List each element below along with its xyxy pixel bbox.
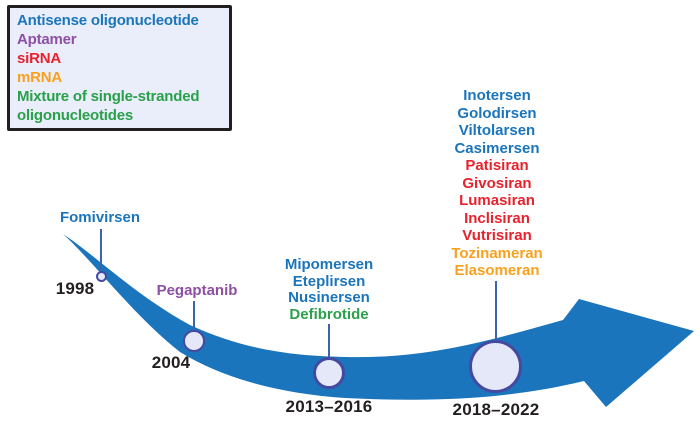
date-label-2013-2016: 2013–2016 [285,397,373,416]
drug-label-lumasiran: Lumasiran [459,192,535,209]
drug-label-vutrisiran: Vutrisiran [462,227,532,244]
connector-line-2004 [192,301,196,331]
legend-item-mrna: mRNA [17,69,63,86]
date-label-2018-2022: 2018–2022 [452,400,540,419]
drug-label-pegaptanib: Pegaptanib [156,282,238,299]
legend-item-antisense: Antisense oligonucleotide [17,12,199,29]
drug-label-tozinameran: Tozinameran [451,244,543,262]
drug-label-defibrotide: Defibrotide [289,305,369,323]
drug-label-inotersen: Inotersen [463,87,531,104]
timeline-node-2004 [183,330,205,352]
date-label-1998: 1998 [55,279,95,298]
drug-label-patisiran: Patisiran [465,157,529,174]
drug-label-nusinersen: Nusinersen [288,289,370,306]
connector-line-2018-2022 [494,281,498,340]
drug-label-eteplirsen: Eteplirsen [292,272,366,290]
drug-label-inclisiran: Inclisiran [464,209,530,227]
drug-list-2018-2022: Inotersen Golodirsen Viltolarsen Casimer… [451,87,542,280]
connector-line-2013-2016 [327,324,331,357]
drug-label-elasomeran: Elasomeran [454,262,540,279]
drug-label-golodirsen: Golodirsen [457,104,537,122]
timeline-node-2018-2022 [468,339,522,393]
drug-label-fomivirsen: Fomivirsen [59,209,141,226]
legend-item-aptamer: Aptamer [17,31,77,48]
drug-label-casimersen: Casimersen [454,139,540,157]
drug-label-viltolarsen: Viltolarsen [458,122,536,139]
timeline-arrow-shape [63,234,694,407]
connector-line-1998 [99,229,102,271]
date-label-2004: 2004 [151,353,191,372]
timeline-node-1998 [96,270,107,282]
legend: Antisense oligonucleotide Aptamer siRNA … [7,5,232,131]
drug-label-givosiran: Givosiran [462,174,532,192]
timeline-node-2013-2016 [313,357,345,389]
drug-label-mipomersen: Mipomersen [284,256,374,273]
legend-item-mixture: Mixture of single-stranded oligonucleoti… [17,88,200,124]
drug-list-2013-2016: Mipomersen Eteplirsen Nusinersen Defibro… [284,256,374,323]
legend-item-sirna: siRNA [17,50,62,67]
